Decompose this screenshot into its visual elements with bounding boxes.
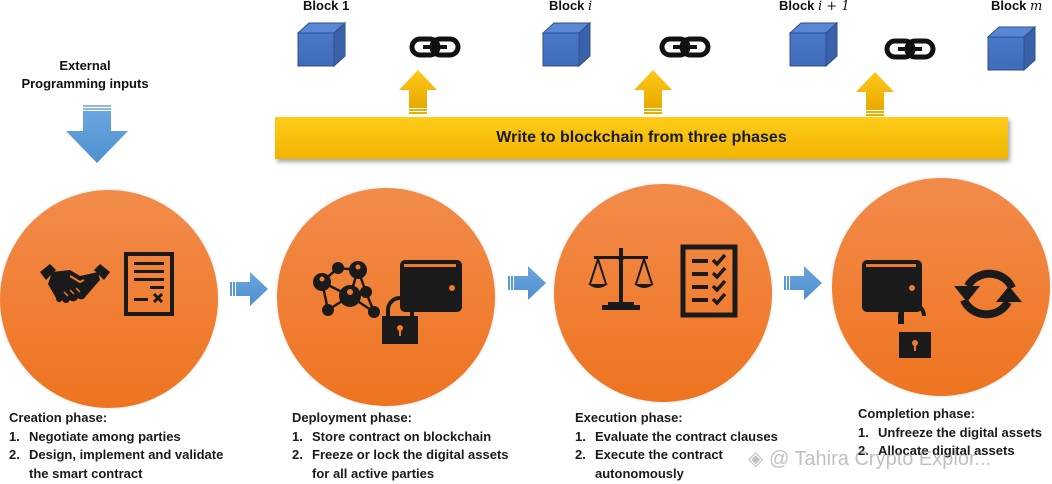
step-text: Allocate digital assets [878,443,1015,458]
step-text: Store contract on blockchain [312,428,492,444]
checklist-icon [680,244,738,318]
step-number: 2. [9,447,20,462]
block-label-i-plus-1: Block i + 1 [779,0,850,14]
block-label-prefix: Block [549,0,589,13]
block-label-prefix: Block [991,0,1031,13]
watermark: ◈ @ Tahira Crypto Explor... [748,446,991,471]
write-to-blockchain-banner: Write to blockchain from three phases [275,117,1008,159]
step-text: Design, implement and validate the smart… [29,447,224,481]
contract-document-icon [124,252,174,316]
chain-link-icon [409,36,461,58]
completion-phase-description: Completion phase: 1. Unfreeze the digital… [858,405,1052,461]
block-label-prefix: Block [779,0,819,13]
chain-link-icon [884,38,936,60]
step-number: 1. [9,428,20,444]
wallet-unlocked-icon [860,258,926,358]
write-up-arrow-icon [634,70,672,114]
watermark-text: @ Tahira Crypto Explor... [768,448,992,470]
step-text: Freeze or lock the digital assets for al… [312,447,509,481]
next-phase-arrow-icon [784,266,822,300]
execution-phase-description: Execution phase: 1. Evaluate the contract… [575,409,795,483]
creation-phase-description: Creation phase: 1. Negotiate among partie… [9,409,239,483]
phase-step: 2. Execute the contract autonomously [575,446,795,483]
block-cube-icon [297,22,347,68]
external-inputs-line2: Programming inputs [21,76,149,91]
block-cube-icon [789,22,839,68]
external-inputs-line1: External [59,58,111,73]
phase-step: 1. Evaluate the contract clauses [575,428,795,447]
write-up-arrow-icon [856,72,894,116]
phase-step: 2. Freeze or lock the digital assets for … [292,446,522,483]
phase-step: 1. Negotiate among parties [9,428,239,447]
phase-step: 1. Store contract on blockchain [292,428,522,447]
next-phase-arrow-icon [508,266,546,300]
step-number: 2. [858,443,869,458]
phase-step: 2. Allocate digital assets [858,442,1052,461]
step-text: Negotiate among parties [29,428,181,444]
write-up-arrow-icon [399,70,437,114]
handshake-icon [40,262,110,308]
creation-phase-circle [0,190,218,408]
chain-link-icon [659,36,711,58]
block-label-m: Block m [991,0,1042,14]
phase-title: Creation phase: [9,410,108,425]
block-label-var: m [1030,0,1043,14]
deployment-phase-description: Deployment phase: 1. Store contract on bl… [292,409,522,483]
block-label-var: i + 1 [818,0,850,14]
execution-phase-circle [554,184,772,402]
external-input-down-arrow-icon [66,105,128,163]
block-label-var: i [588,0,593,14]
phase-title: Execution phase: [575,410,683,425]
step-number: 1. [292,428,303,444]
step-number: 1. [575,428,586,444]
wallet-locked-icon [380,258,464,348]
block-label-i: Block i [549,0,592,14]
block-label-1: Block 1 [303,0,350,13]
step-number: 2. [292,447,303,462]
step-number: 1. [858,424,869,440]
network-people-icon [310,258,386,322]
phase-step: 2. Design, implement and validate the sma… [9,446,239,483]
next-phase-arrow-icon [230,272,268,306]
step-text: Execute the contract autonomously [595,447,723,481]
phase-step: 1. Unfreeze the digital assets [858,424,1052,443]
step-text: Evaluate the contract clauses [595,428,778,444]
block-cube-icon [987,26,1037,72]
scales-icon [588,246,654,312]
step-number: 2. [575,447,586,462]
watermark-logo-icon: ◈ [748,448,769,470]
block-cube-icon [542,22,592,68]
external-inputs-label: External Programming inputs [10,57,160,93]
phase-title: Deployment phase: [292,410,412,425]
refresh-icon [952,266,1024,322]
step-text: Unfreeze the digital assets [878,424,1042,440]
open-padlock-icon [897,328,933,360]
phase-title: Completion phase: [858,406,976,421]
